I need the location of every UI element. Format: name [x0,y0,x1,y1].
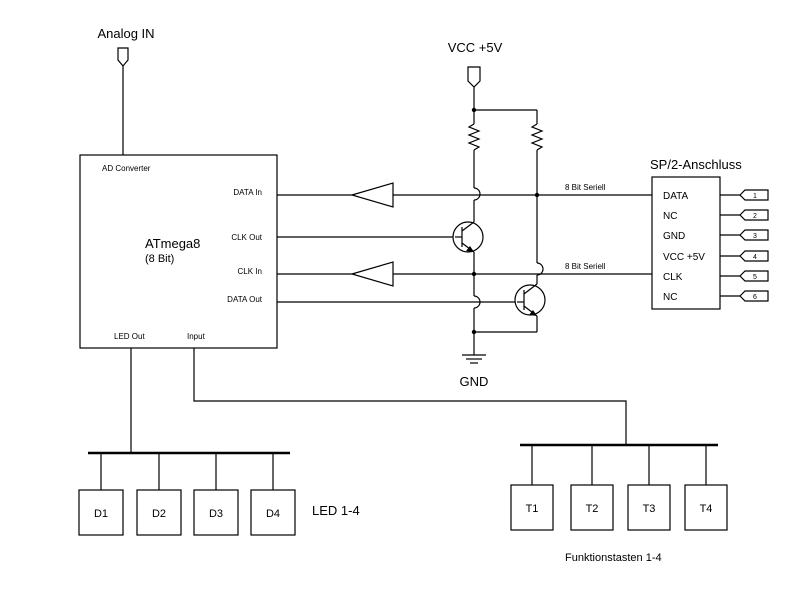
connector-block [651,176,721,310]
analog-in-port-icon [117,47,129,67]
led-label: D2 [152,508,166,520]
connector-pin-label: GND [663,231,685,242]
mcu-pin-clk-in: CLK In [238,267,262,276]
connector-pin-port-icon [739,189,769,201]
mcu-pin-clk-out: CLK Out [231,233,262,242]
gnd-junction [471,329,477,335]
key-box [510,484,554,531]
led-label: D4 [266,508,280,520]
led-label: D1 [94,508,108,520]
analog-in-label: Analog IN [97,26,154,41]
key-group: T1 T2 T3 T4 [510,445,728,531]
led-box [193,489,239,536]
connector-pin-label: NC [663,292,677,303]
connector-pin-number: 3 [753,233,757,240]
key-box [684,484,728,531]
q2-arrow-icon [529,310,537,316]
connector-pin-port-icon [739,250,769,262]
crossover-2 [536,262,544,276]
keys-label: Funktionstasten 1-4 [565,552,662,564]
vcc-port-icon [467,66,481,88]
mcu-pin-led-out: LED Out [114,332,145,341]
mcu-pin-input: Input [187,332,206,341]
vcc-label: VCC +5V [448,40,503,55]
led-box [78,489,124,536]
resistor-2-icon [530,123,544,151]
led-group: D1 D2 D3 D4 [78,453,296,536]
connector-pin-label: VCC +5V [663,252,705,263]
connector-pin-port-icon [739,209,769,221]
input-wire [193,348,627,445]
connector-pin-label: DATA [663,191,689,202]
q1-collector [461,221,475,232]
buffer-clk-icon [349,261,394,287]
transistor-q1-icon [452,221,484,253]
connector-pin-port-icon [739,229,769,241]
serial-top-label: 8 Bit Seriell [565,183,606,192]
connector-pin-number: 4 [753,254,757,261]
mcu-bits: (8 Bit) [145,253,174,265]
connector-pin-label: NC [663,211,677,222]
led-label: D3 [209,508,223,520]
connector-pin-number: 6 [753,294,757,301]
connector-pin-number: 1 [753,193,757,200]
key-label: T3 [643,503,656,515]
led-box [250,489,296,536]
connector-pin-number: 5 [753,274,757,281]
connector-pin-port-icon [739,290,769,302]
mcu-name: ATmega8 [145,236,200,251]
leds-label: LED 1-4 [312,503,360,518]
q2-collector [523,283,538,295]
connector-title: SP/2-Anschluss [650,157,742,172]
serial-bottom-label: 8 Bit Seriell [565,262,606,271]
resistor-1-icon [467,123,481,151]
mcu-block [79,154,278,349]
key-box [627,484,671,531]
key-label: T4 [700,503,713,515]
led-box [136,489,182,536]
connector-pin-number: 2 [753,213,757,220]
q1-arrow-icon [466,246,474,252]
key-box [570,484,614,531]
key-label: T1 [526,503,539,515]
buffer-data-icon [349,182,394,208]
gnd-label: GND [460,374,489,389]
mcu-pin-data-in: DATA In [233,188,262,197]
key-label: T2 [586,503,599,515]
connector-pin-label: CLK [663,272,683,283]
crossover-1 [473,187,481,201]
connector-pin-port-icon [739,270,769,282]
mcu-pin-data-out: DATA Out [227,295,263,304]
mcu-ad-converter-label: AD Converter [102,164,151,173]
